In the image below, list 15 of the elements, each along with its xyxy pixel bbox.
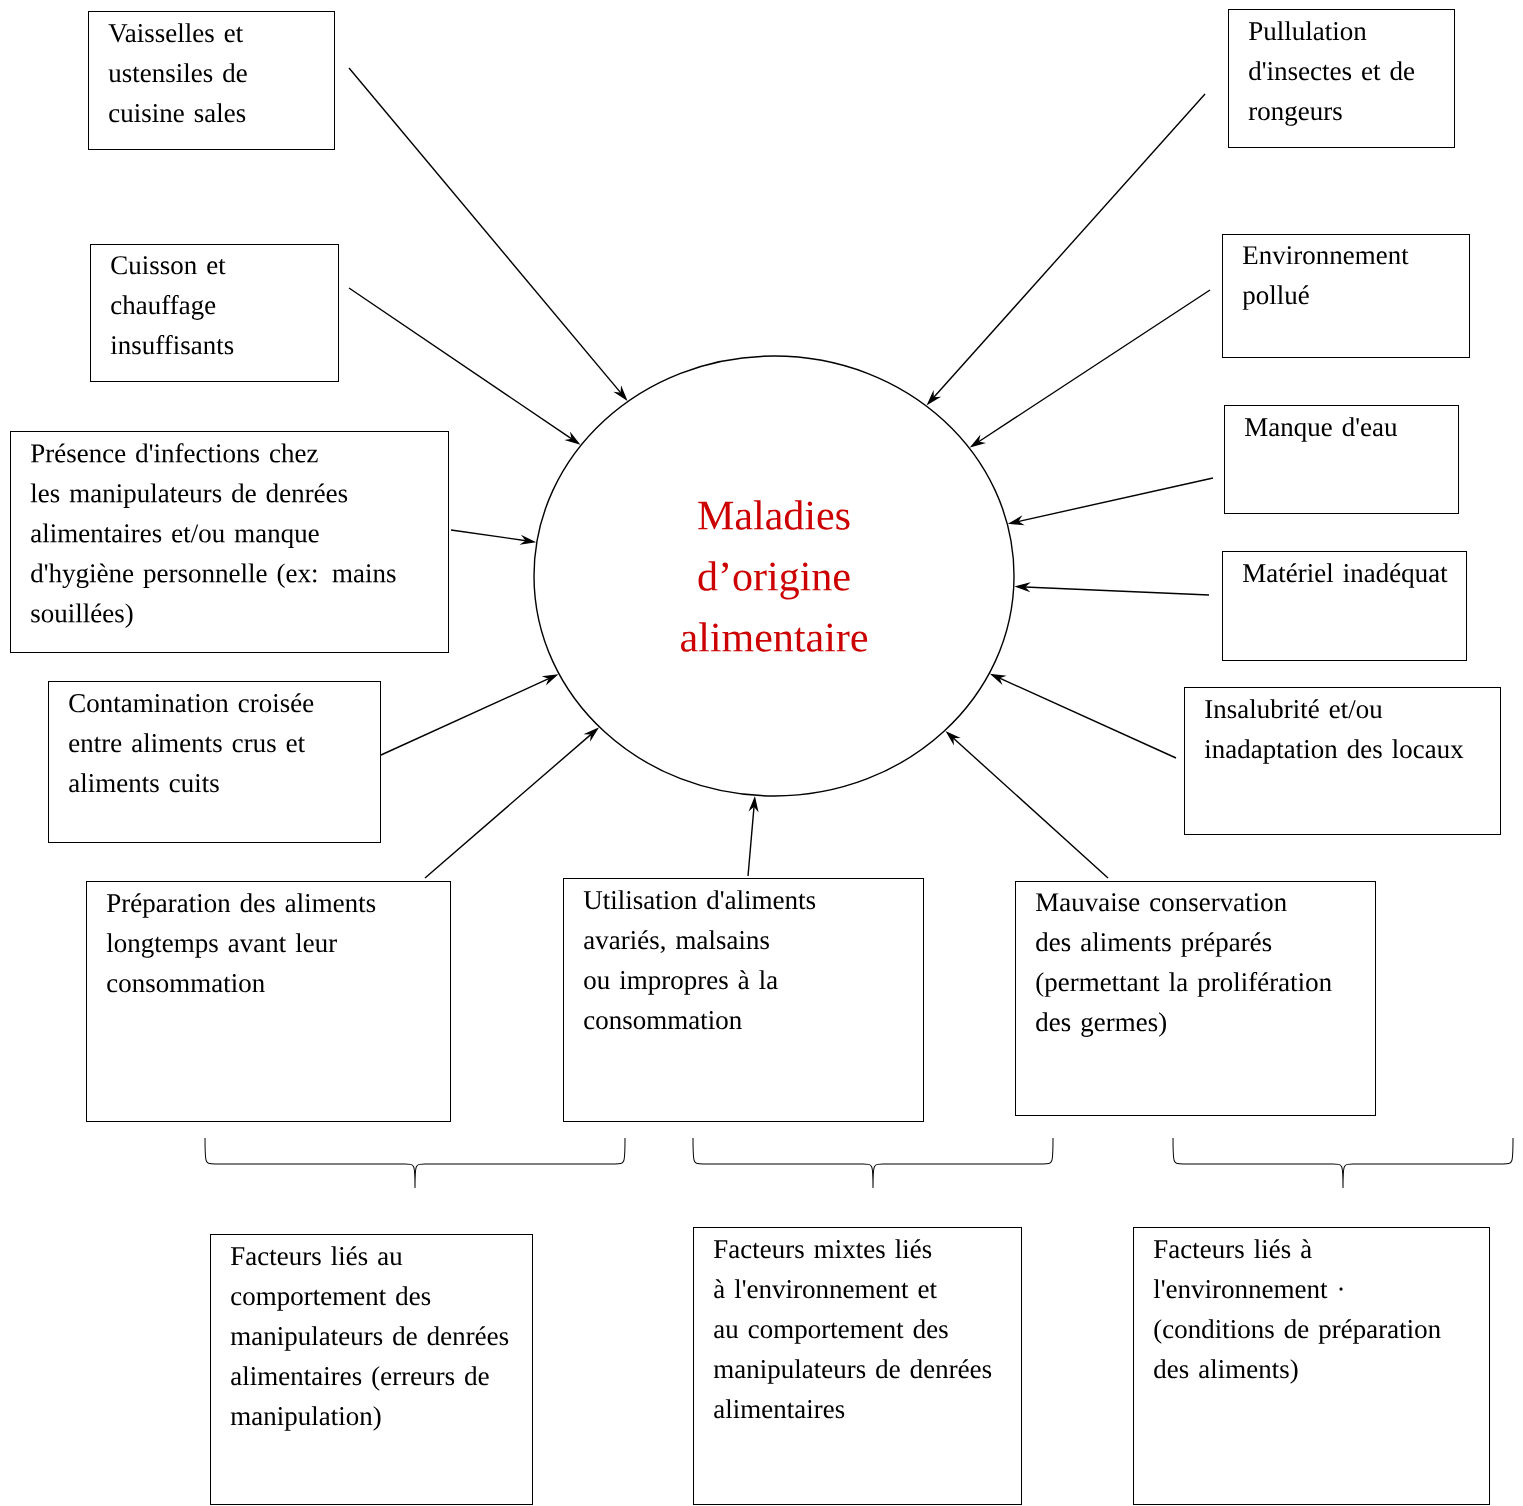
text-box: Préparation des aliments longtemps avant leur consommation — [86, 881, 451, 1122]
text-box: Mauvaise conservation des aliments préparés (permettant la prolifération des germes) — [1015, 881, 1376, 1116]
text-box: Contamination croisée entre aliments crus et aliments cuits — [48, 681, 381, 843]
text-box: Insalubrité et/ou inadaptation des locaux — [1184, 687, 1501, 835]
text-box: Présence d'infections chez les manipulateurs de denrées alimentaires et/ou manque d'hygiène personnelle (ex: mains souillées) — [10, 431, 449, 653]
text-box: Environnement pollué — [1222, 234, 1470, 358]
text-box: Matériel inadéquat — [1222, 551, 1467, 661]
text-box: Manque d'eau — [1224, 405, 1459, 514]
text-box: Cuisson et chauffage insuffisants — [90, 244, 339, 382]
text-box: Facteurs liés au comportement des manipulateurs de denrées alimentaires (erreurs de manipulation) — [210, 1234, 533, 1505]
text-box: Pullulation d'insectes et de rongeurs — [1228, 9, 1455, 148]
text-box: Vaisselles et ustensiles de cuisine sales — [88, 11, 335, 150]
text-box: Facteurs liés à l'environnement · (conditions de préparation des aliments) — [1133, 1227, 1490, 1505]
text-box: Utilisation d'aliments avariés, malsains ou impropres à la consommation — [563, 878, 924, 1122]
text-box: Facteurs mixtes liés à l'environnement et au comportement des manipulateurs de denrées alimentaires — [693, 1227, 1022, 1505]
